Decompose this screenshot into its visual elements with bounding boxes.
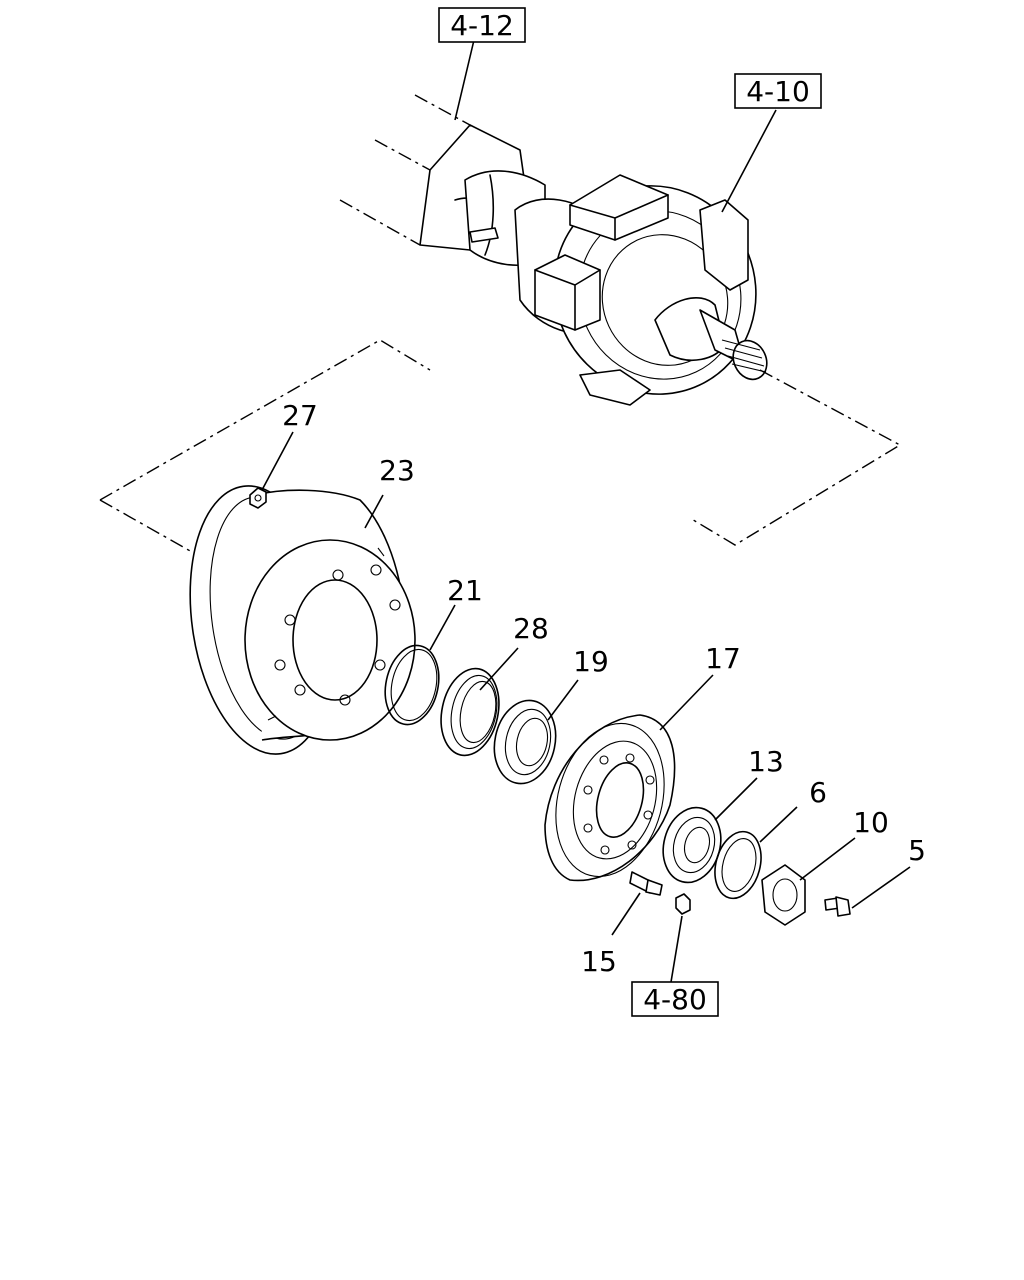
oil-seal <box>440 667 500 757</box>
snap-ring <box>384 644 440 726</box>
brake-drum <box>189 485 416 755</box>
wheel-hub <box>544 714 676 882</box>
axle-housing <box>339 94 768 406</box>
part-label-15: 15 <box>581 945 617 978</box>
part-label-21: 21 <box>447 574 483 607</box>
lock-washer <box>714 830 762 900</box>
reference-label: 4-10 <box>746 75 810 108</box>
reference-box-4-10[interactable]: 4-10 <box>734 73 822 109</box>
part-label-6: 6 <box>809 776 827 809</box>
bearing-outer <box>493 699 557 785</box>
part-label-13: 13 <box>748 745 784 778</box>
part-label-23: 23 <box>379 454 415 487</box>
part-labels: 27 23 21 28 19 17 13 6 10 5 15 <box>282 399 926 978</box>
reference-label: 4-80 <box>643 983 707 1016</box>
wheel-nut <box>675 893 691 915</box>
lock-nut <box>761 864 806 926</box>
hub-bolt <box>629 871 663 896</box>
reference-box-4-80[interactable]: 4-80 <box>631 981 719 1017</box>
part-label-19: 19 <box>573 645 609 678</box>
retaining-bolt <box>824 896 851 917</box>
leader-lines <box>261 39 911 983</box>
part-label-10: 10 <box>853 806 889 839</box>
part-label-27: 27 <box>282 399 318 432</box>
reference-label: 4-12 <box>450 9 514 42</box>
reference-box-4-12[interactable]: 4-12 <box>438 7 526 43</box>
part-label-5: 5 <box>908 834 926 867</box>
nut-part-27 <box>249 487 267 509</box>
part-label-28: 28 <box>513 612 549 645</box>
part-label-17: 17 <box>705 642 741 675</box>
